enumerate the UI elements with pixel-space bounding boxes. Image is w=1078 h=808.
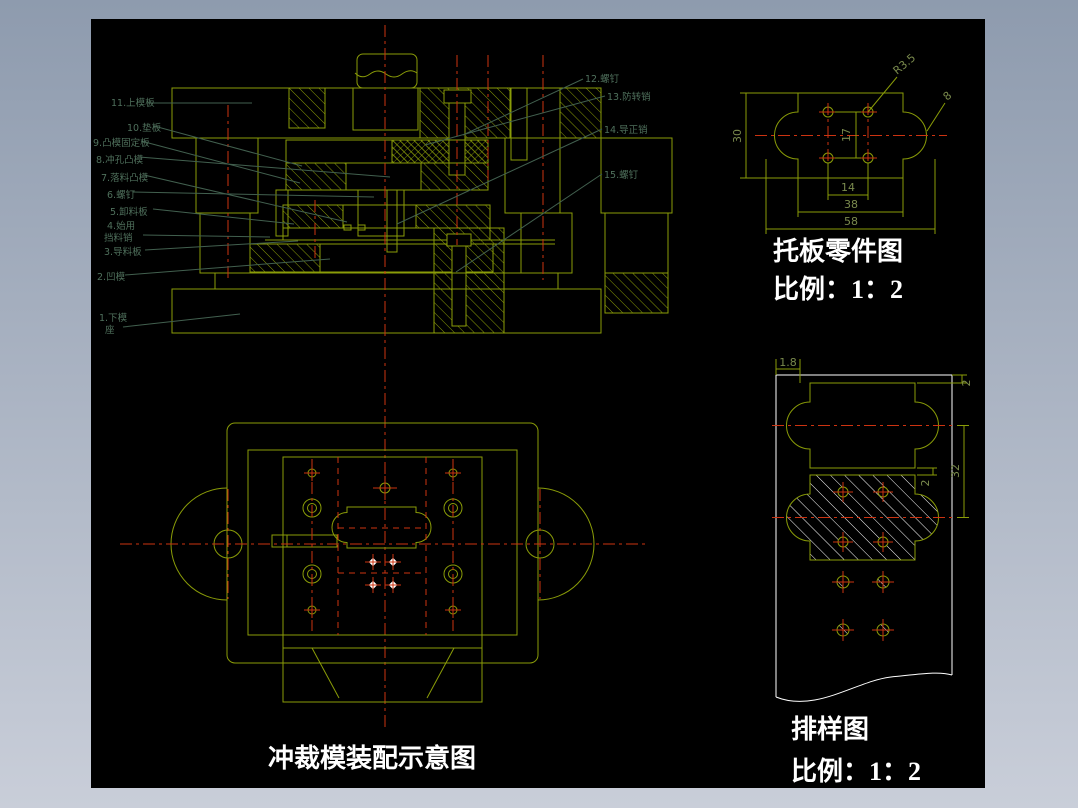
- part-drawing-view: 30 R3.5 8 17 14 38 58: [731, 51, 954, 234]
- part-label-3: 3.导料板: [104, 246, 142, 258]
- part-label-12: 12.螺钉: [585, 74, 620, 85]
- assembly-plates: [171, 53, 673, 334]
- dim-web: 2: [919, 480, 932, 487]
- dim-top-margin: 2: [960, 380, 973, 387]
- dim-overall-width: 58: [844, 215, 858, 228]
- strip-centerlines: [772, 425, 956, 641]
- plan-hole-crosshairs: [304, 465, 461, 618]
- strip-layout-view: 1.8 2 32 2: [772, 356, 973, 702]
- strip-dimension-texts: 1.8 2 32 2: [779, 356, 973, 487]
- dim-hole-pitch-v: 17: [840, 128, 853, 142]
- part-dimension-lines: [740, 76, 946, 234]
- part-label-15: 15.螺钉: [604, 170, 639, 181]
- plan-outline: [170, 422, 595, 703]
- assembly-part-labels: 11.上模板 10.垫板 9.凸模固定板 8.冲孔凸模 7.落料凸模 6.螺钉 …: [93, 74, 651, 336]
- strip-layout-title: 排样图: [791, 714, 869, 744]
- part-dimension-texts: 30 R3.5 8 17 14 38 58: [731, 51, 954, 228]
- part-label-7: 7.落料凸模: [101, 172, 149, 184]
- part-label-1-line2: 座: [105, 324, 115, 336]
- assembly-view: 11.上模板 10.垫板 9.凸模固定板 8.冲孔凸模 7.落料凸模 6.螺钉 …: [93, 25, 673, 727]
- dim-radius: R3.5: [891, 51, 919, 77]
- dim-body-width: 38: [844, 198, 858, 211]
- cad-drawing: 11.上模板 10.垫板 9.凸模固定板 8.冲孔凸模 7.落料凸模 6.螺钉 …: [93, 25, 973, 786]
- part-label-14: 14.导正销: [604, 124, 648, 136]
- part-drawing-scale: 比例：1：2: [773, 275, 903, 304]
- part-drawing-title: 托板零件图: [773, 237, 903, 266]
- strip-part-outline: [786, 382, 939, 469]
- dim-lobe: 8: [941, 89, 955, 103]
- assembly-leader-lines: [122, 78, 606, 328]
- part-centerlines: [755, 103, 947, 169]
- part-label-9: 9.凸模固定板: [93, 137, 150, 149]
- strip-layout-scale: 比例：1：2: [791, 757, 921, 786]
- assembly-title: 冲裁模装配示意图: [268, 743, 476, 773]
- plan-view: [120, 422, 645, 703]
- part-label-5: 5.卸料板: [110, 206, 148, 218]
- strip-dimension-lines: [775, 359, 969, 518]
- part-label-1-line1: 1.下模: [99, 312, 128, 324]
- dim-side-edge: 1.8: [779, 356, 797, 369]
- strip-part-hatched: [786, 474, 939, 561]
- part-label-4-line1: 4.始用: [107, 220, 135, 232]
- assembly-centerlines: [227, 25, 544, 727]
- plan-centerlines: [120, 457, 645, 635]
- drawing-titles: 冲裁模装配示意图 托板零件图 比例：1：2 排样图 比例：1：2: [268, 237, 921, 786]
- dim-height: 30: [731, 129, 744, 143]
- dim-pitch: 32: [949, 464, 962, 478]
- part-label-11: 11.上模板: [111, 97, 155, 109]
- part-label-6: 6.螺钉: [107, 190, 136, 201]
- plan-holes: [302, 468, 463, 615]
- part-label-8: 8.冲孔凸模: [96, 154, 144, 166]
- part-label-4-line2: 挡料销: [104, 232, 133, 244]
- part-label-13: 13.防转销: [607, 91, 651, 103]
- part-label-2: 2.凹模: [97, 271, 126, 283]
- drawing-canvas[interactable]: 11.上模板 10.垫板 9.凸模固定板 8.冲孔凸模 7.落料凸模 6.螺钉 …: [91, 19, 985, 788]
- dim-hole-span: 14: [841, 181, 855, 194]
- part-label-10: 10.垫板: [127, 122, 162, 134]
